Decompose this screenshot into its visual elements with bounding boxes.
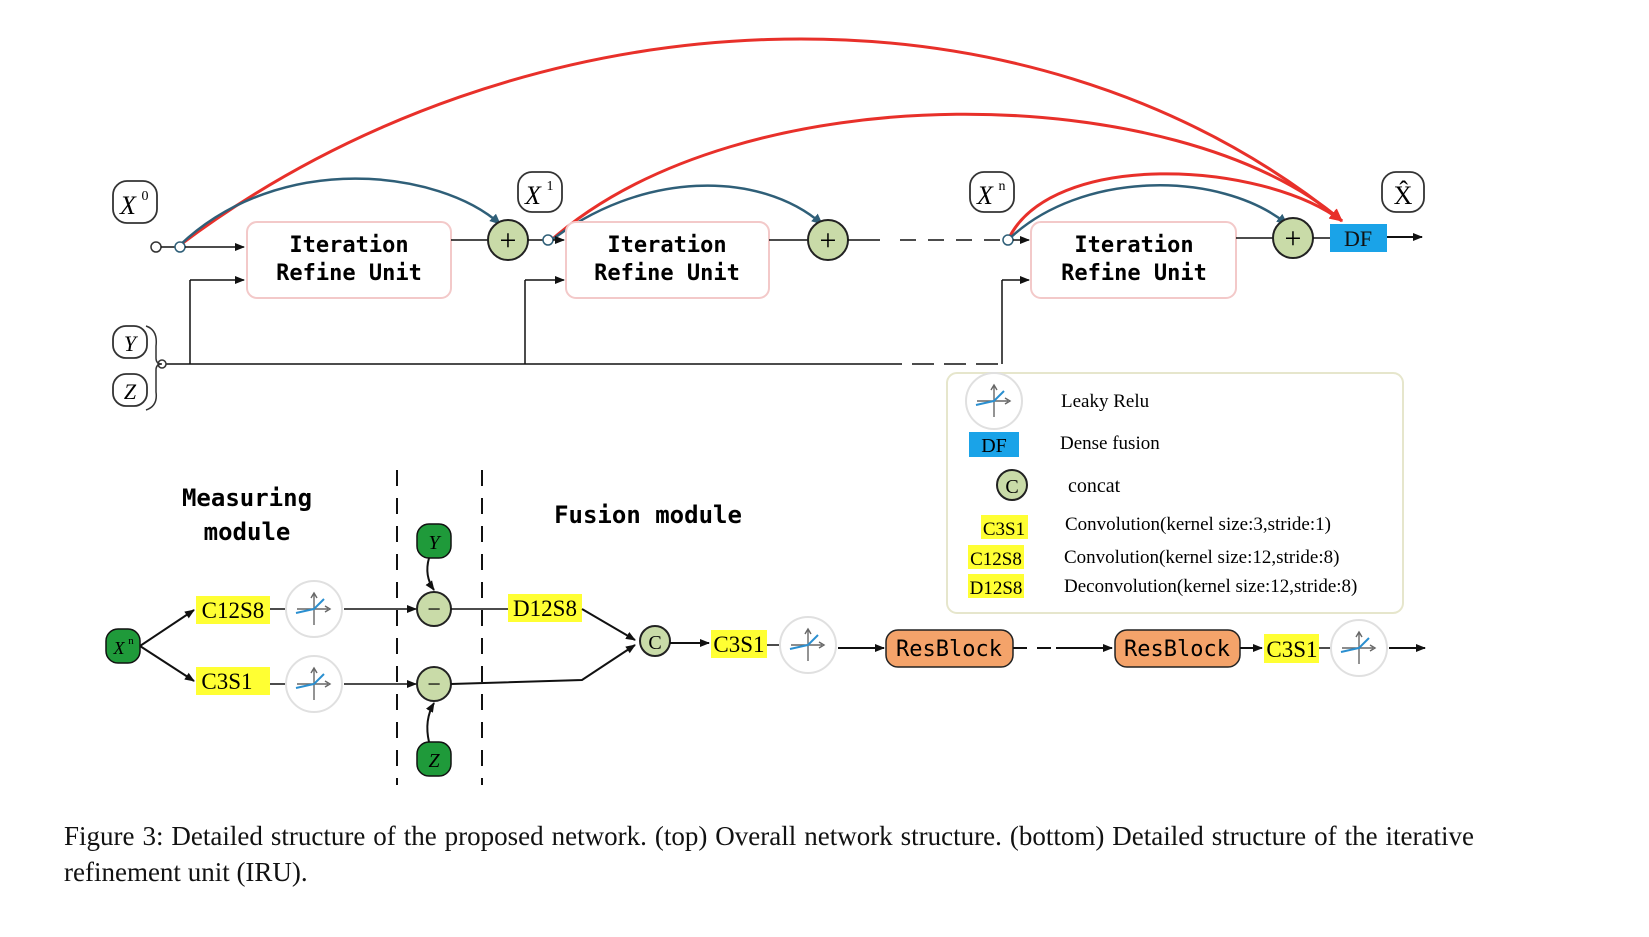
svg-text:−: − [427,597,441,623]
z-symbol: Z [112,373,148,407]
leaky-relu-icon [285,580,343,638]
legend-d12s8-swatch [968,574,1024,598]
branch-node-1 [174,241,186,253]
svg-text:X̂: X̂ [1394,181,1413,210]
c3s1-block-a [196,667,270,695]
legend-label-c12s8: Convolution(kernel size:12,stride:8) [1064,547,1339,568]
c12s8-block [196,596,270,624]
residual-arrow-3 [1007,184,1288,241]
svg-text:1: 1 [547,179,554,194]
leaky-relu-icon [1330,619,1388,677]
svg-text:C12S8: C12S8 [202,598,265,623]
svg-text:X: X [119,191,137,220]
svg-text:ResBlock: ResBlock [1124,637,1230,662]
skip-arrow-red-1 [179,37,1343,247]
iru-box-3 [1030,221,1237,299]
xn-input-node: X n [105,628,141,664]
leaky-relu-icon [285,655,343,713]
svg-text:Y: Y [124,331,139,356]
svg-text:+: + [500,224,517,257]
legend-label-leaky-relu: Leaky Relu [1061,391,1150,412]
measuring-module-title-1: Measuring [182,484,312,512]
input-node [150,241,162,253]
fusion-module-title: Fusion module [554,501,742,529]
iru-label-2b: Refine Unit [594,261,740,286]
concat-node [639,625,671,657]
svg-text:C3S1: C3S1 [1266,637,1317,662]
svg-text:D12S8: D12S8 [513,596,577,621]
xhat-symbol: X̂ [1381,171,1425,213]
skip-arrow-red-3 [1006,172,1343,241]
branch-node-2 [542,234,554,246]
residual-arrow-2 [547,184,823,244]
d12s8-block [508,594,582,622]
svg-text:0: 0 [142,189,149,204]
legend-c3s1-swatch [981,515,1028,539]
svg-text:DF: DF [1344,226,1372,251]
svg-text:C3S1: C3S1 [713,632,764,657]
branch-node-3 [1002,234,1014,246]
svg-text:+: + [1285,222,1302,255]
z-input-node: Z [416,741,452,777]
iru-box-2 [565,221,770,299]
iru-label-1a: Iteration [289,233,408,258]
svg-text:D12S8: D12S8 [970,578,1023,599]
svg-text:X: X [113,638,126,658]
svg-text:ResBlock: ResBlock [896,637,1002,662]
legend-c12s8-swatch [968,545,1024,569]
legend-concat-icon [996,469,1028,501]
figure-caption: Figure 3: Detailed structure of the prop… [64,821,1474,887]
svg-text:X: X [524,181,542,210]
svg-text:n: n [999,179,1006,194]
skip-arrow-red-2 [546,112,1343,245]
x1-symbol: X 1 [517,171,563,213]
dense-fusion-block [1330,224,1387,252]
svg-text:X: X [976,181,994,210]
legend: Leaky Relu DF Dense fusion C concat C3S1… [946,372,1404,614]
svg-text:Z: Z [428,750,440,772]
leaky-relu-icon [779,616,837,674]
svg-text:+: + [820,224,837,257]
y-symbol: Y [112,325,148,359]
c3s1-block-c [1264,634,1319,663]
svg-text:Y: Y [428,532,441,554]
svg-text:DF: DF [981,435,1007,457]
svg-text:C: C [648,632,661,654]
leaky-relu-icon [965,372,1023,430]
x0-symbol: X 0 [112,180,158,224]
residual-arrow-1 [179,177,501,246]
legend-label-c3s1: Convolution(kernel size:3,stride:1) [1065,514,1331,535]
svg-text:C3S1: C3S1 [983,519,1025,540]
svg-text:C: C [1005,476,1018,498]
svg-text:−: − [427,672,441,698]
y-input-node: Y [416,523,452,559]
measuring-module-title-2: module [204,518,291,546]
svg-text:Z: Z [124,379,137,404]
svg-text:C3S1: C3S1 [201,669,252,694]
svg-text:n: n [128,635,134,647]
iru-label-3b: Refine Unit [1061,261,1207,286]
c3s1-block-b [711,630,767,658]
legend-label-d12s8: Deconvolution(kernel size:12,stride:8) [1064,576,1357,597]
iru-box-1 [246,221,452,299]
iru-label-2a: Iteration [607,233,726,258]
legend-label-concat: concat [1068,475,1121,497]
iru-label-1b: Refine Unit [276,261,422,286]
legend-label-dense-fusion: Dense fusion [1060,433,1160,454]
legend-df-swatch [969,432,1019,457]
xn-symbol: X n [969,171,1015,213]
svg-text:C12S8: C12S8 [970,549,1022,570]
iru-label-3a: Iteration [1074,233,1193,258]
